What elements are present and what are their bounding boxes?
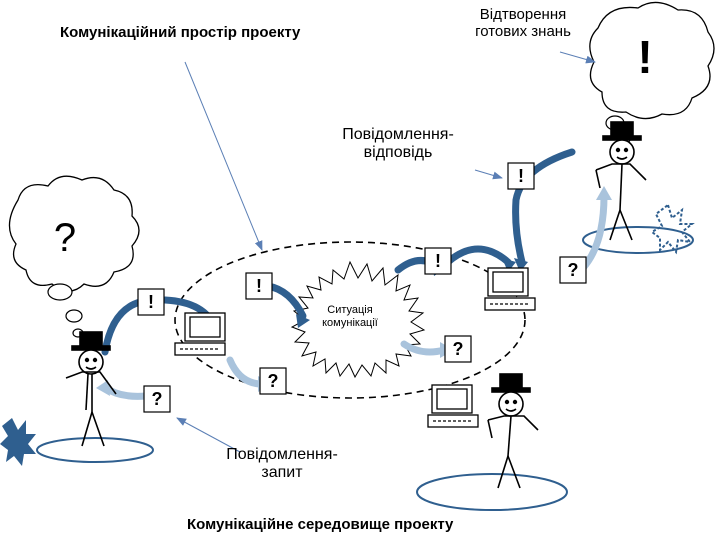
request-line-1: Повідомлення- [226,446,338,463]
situation-line-2: комунікації [322,316,378,329]
situation-starburst [290,260,426,379]
card-exclaim-reply [507,162,535,190]
card-exclaim-topright-symbol: ! [435,251,441,271]
arrow-situation-top [264,282,307,320]
card-exclaim-center [245,272,273,300]
floor-ellipse-left [36,437,154,463]
message-cards [137,162,587,413]
request-line-2: запит [261,464,303,482]
pointer-reply [474,169,503,180]
arrow-to-right-computer [444,245,512,266]
card-question-bottom-symbol: ? [452,339,464,359]
reproduction-line-1: Відтворення [479,6,567,23]
card-exclaim-left [137,288,165,316]
person-left [65,331,117,447]
card-question-center-symbol: ? [267,371,279,391]
thought-cloud-right [589,1,715,120]
reproduction-line-2: готових знань [475,23,571,41]
thought-bubble [65,309,83,323]
card-question-left [143,385,171,413]
card-question-left-symbol: ? [151,389,163,409]
dashed-burst-right [650,203,695,255]
computer-icon [174,312,226,356]
floor-ellipse-right [582,226,694,254]
arrow-person-to-message [101,298,144,356]
computer-icon [484,267,536,311]
thought-bubble [47,283,73,301]
communication-space-ellipse [174,241,526,399]
reply-line-1: Повідомлення- [342,126,454,143]
card-question-bottom [444,335,472,363]
card-question-center [259,367,287,395]
floor-ellipse-bottom [416,473,568,511]
pointer-reproduction [559,51,596,64]
light-arrowheads [96,186,612,396]
card-exclaim-reply-symbol: ! [518,166,524,186]
light-arrows [102,192,608,400]
arrow-right-up [579,192,608,272]
cloud-exclaim-symbol: ! [637,31,653,83]
space-title: Комунікаційний простір проекту [60,24,301,41]
arrow-situation-bottom [400,340,448,356]
card-question-right [559,256,587,284]
reproduction-label: Відтворення готових знань [448,6,598,41]
arrow-right-person-down [512,148,576,266]
pointer-space-title [184,61,263,251]
card-exclaim-left-symbol: ! [148,292,154,312]
thought-cloud-left [8,175,140,292]
person-bottom [487,373,539,489]
reply-label: Повідомлення- відповідь [318,126,478,163]
pointer-request [176,417,241,453]
environment-title: Комунікаційне середовище проекту [187,516,454,533]
reply-line-2: відповідь [363,144,433,162]
situation-line-1: Ситуація [327,304,373,316]
situation-label: Ситуація комунікації [300,304,400,329]
request-label: Повідомлення- запит [202,446,362,483]
cloud-question-symbol: ? [53,216,77,260]
card-question-right-symbol: ? [567,260,579,280]
card-exclaim-topright [424,247,452,275]
card-exclaim-center-symbol: ! [256,276,262,296]
arrow-computer-to-request [226,356,266,388]
blue-burst-left [0,418,36,466]
computer-icon [427,384,479,428]
person-right [595,121,647,241]
